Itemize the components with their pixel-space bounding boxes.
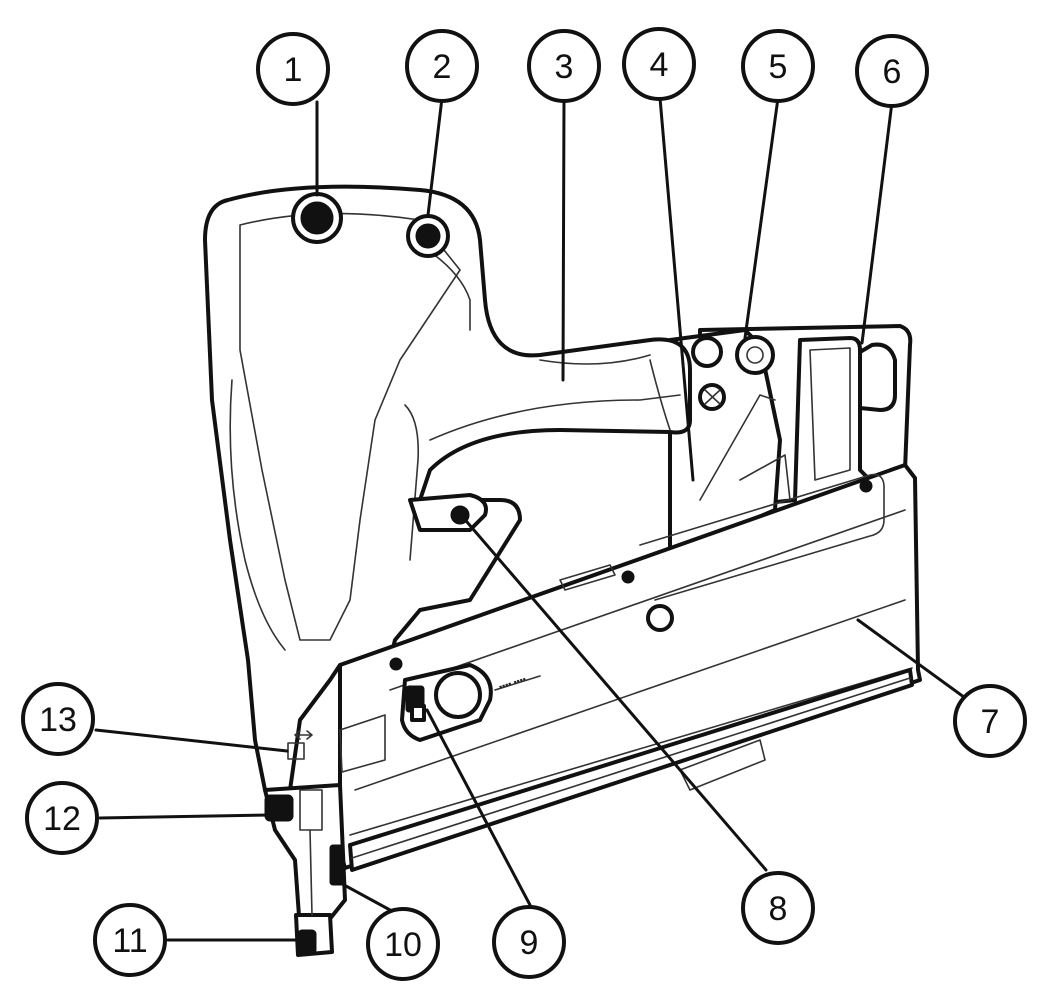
svg-text:10: 10	[384, 926, 422, 964]
svg-text:2: 2	[433, 48, 452, 86]
callout-3: 3	[527, 29, 601, 103]
callout-11: 11	[93, 903, 167, 977]
knob-small	[691, 336, 723, 368]
hook-part	[858, 342, 897, 412]
callout-4: 4	[622, 27, 696, 101]
magazine-rail	[348, 668, 914, 872]
leader-lines	[94, 96, 970, 942]
svg-text:4: 4	[650, 46, 669, 84]
svg-text:11: 11	[112, 922, 147, 960]
callout-9: 9	[492, 905, 566, 979]
svg-text:9: 9	[520, 924, 539, 962]
svg-text:5: 5	[769, 48, 788, 86]
svg-text:8: 8	[769, 890, 788, 928]
trigger	[408, 493, 488, 532]
svg-text:12: 12	[43, 800, 81, 838]
callout-10: 10	[366, 907, 440, 981]
callout-12: 12	[25, 781, 99, 855]
callout-2: 2	[405, 29, 479, 103]
svg-text:3: 3	[555, 48, 574, 86]
callout-8: 8	[741, 871, 815, 945]
depth-adjust-wheel	[264, 794, 294, 822]
svg-text:13: 13	[39, 701, 77, 739]
svg-text:7: 7	[981, 703, 1000, 741]
callouts: 1 2 3 4 5 6 7 8	[21, 27, 1027, 981]
depth-knob	[735, 335, 775, 375]
callout-13: 13	[21, 682, 95, 756]
callout-6: 6	[855, 34, 929, 108]
callout-5: 5	[741, 29, 815, 103]
callout-1: 1	[256, 32, 330, 106]
svg-text:6: 6	[883, 53, 902, 91]
svg-text:1: 1	[284, 51, 303, 89]
callout-7: 7	[953, 684, 1027, 758]
